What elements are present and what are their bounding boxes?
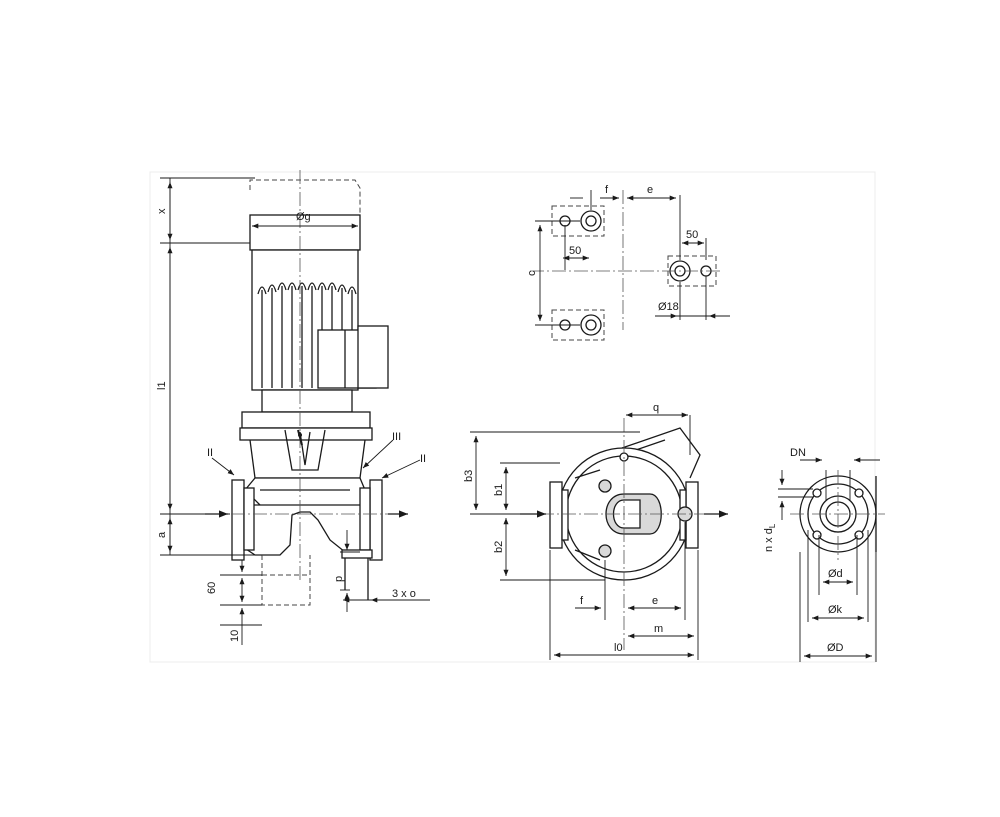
front-view: [520, 418, 728, 650]
side-view: [165, 170, 408, 606]
dim-10: 10: [229, 630, 241, 642]
dim-b2: b2: [493, 541, 505, 553]
dim-f-top: f: [605, 184, 609, 196]
dim-d18: Ø18: [658, 301, 679, 313]
dim-nxd: n x dL: [763, 523, 777, 552]
dim-nxd-main: n x d: [763, 528, 775, 552]
dim-g: Øg: [296, 211, 311, 223]
dim-l0: l0: [614, 642, 623, 654]
adapter-flange: [241, 411, 371, 429]
label-ii-left: II: [207, 447, 213, 459]
dim-nxd-sub: L: [768, 523, 777, 528]
dim-oD: ØD: [827, 642, 844, 654]
dim-c: c: [526, 270, 538, 276]
footprint-labels: f e 50 50 c Ø18: [526, 184, 698, 313]
dim-q: q: [653, 402, 659, 414]
outlet-flange: [369, 479, 383, 561]
dim-60: 60: [206, 582, 218, 594]
dim-m: m: [654, 623, 663, 635]
front-labels: q b3 b1 b2 f e m l0: [463, 402, 663, 654]
flange-dimensions: [778, 457, 880, 662]
flange-labels: DN n x dL Ød Øk ØD: [763, 447, 844, 654]
dim-x: x: [156, 208, 168, 214]
inlet-flange: [231, 479, 245, 561]
dim-dn: DN: [790, 447, 806, 459]
dim-l1: l1: [156, 381, 168, 390]
dim-p: p: [333, 576, 345, 582]
dim-b3: b3: [463, 470, 475, 482]
label-iii: III: [392, 431, 401, 443]
flange-view: [790, 470, 885, 560]
side-labels: x l1 a Øg II III II 60 10 p 3 x o: [156, 208, 426, 642]
dim-ok: Øk: [828, 604, 843, 616]
frame: [149, 171, 876, 663]
dim-3xo: 3 x o: [392, 588, 416, 600]
dim-50-left: 50: [569, 245, 581, 257]
label-ii-right: II: [420, 453, 426, 465]
side-dimensions: [160, 177, 430, 645]
dim-e-bottom: e: [652, 595, 658, 607]
front-dimensions: [470, 412, 699, 660]
foundation-footprint: [530, 190, 730, 341]
dim-f-bottom: f: [580, 595, 584, 607]
dim-a: a: [156, 531, 168, 538]
dim-od: Ød: [828, 568, 843, 580]
dim-b1: b1: [493, 484, 505, 496]
dim-50-right: 50: [686, 229, 698, 241]
dim-e-top: e: [647, 184, 653, 196]
